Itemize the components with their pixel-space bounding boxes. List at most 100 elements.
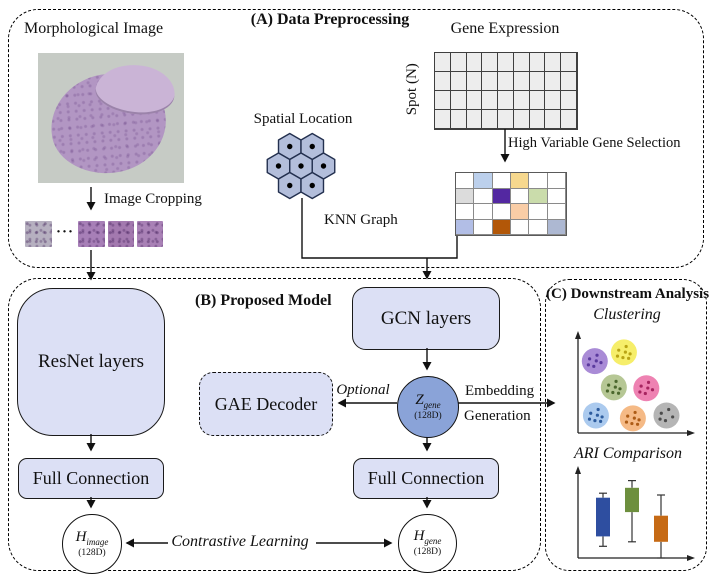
grid-cell [492, 173, 511, 189]
grid-cell [498, 72, 514, 91]
cluster-point [599, 361, 603, 365]
image-patch [137, 221, 163, 247]
grid-cell [450, 53, 467, 72]
image-patch [25, 221, 52, 247]
image-patch [78, 221, 105, 247]
spot-dot [309, 143, 315, 150]
box [625, 487, 639, 513]
grid-cell [466, 53, 483, 72]
hvg-selection-label: High Variable Gene Selection [508, 135, 681, 151]
full-connection-image-label: Full Connection [32, 468, 150, 488]
embedding-label-line2: Generation [464, 408, 531, 424]
grid-cell [547, 188, 566, 204]
grid-cell [513, 72, 530, 91]
cluster-point [646, 386, 650, 390]
embedding-label-line1: Embedding [465, 383, 535, 399]
high-variable-gene-grid [455, 172, 567, 236]
grid-cell [561, 72, 577, 91]
cluster-point [593, 419, 597, 423]
cluster-point [663, 419, 668, 423]
cluster-point [632, 416, 636, 420]
cluster-point [671, 415, 675, 419]
h-gene-symbol: Hgene [413, 528, 442, 547]
grid-cell [474, 188, 493, 204]
cluster-point [624, 420, 629, 424]
grid-cell [545, 53, 562, 72]
cluster-point [633, 410, 637, 415]
panel-a-title: (A) Data Preprocessing [250, 11, 410, 28]
grid-cell [511, 219, 530, 235]
grid-cell [474, 204, 493, 220]
grid-cell [450, 110, 467, 129]
grid-cell [474, 173, 493, 189]
cluster-point [659, 411, 663, 415]
gae-decoder-label: GAE Decoder [214, 393, 318, 414]
gene-expression-grid [434, 52, 578, 130]
grid-cell [513, 53, 530, 72]
grid-cell [545, 110, 562, 129]
cluster-point [596, 407, 600, 412]
grid-cell [529, 219, 548, 235]
grid-cell [482, 53, 499, 72]
spot-dot [298, 163, 304, 169]
gcn-layers-box: GCN layers [352, 287, 500, 350]
spot-dot [309, 182, 315, 189]
full-connection-image-box: Full Connection [18, 458, 164, 499]
grid-cell [529, 91, 546, 110]
cluster-point [600, 415, 604, 419]
cluster-point [588, 357, 592, 361]
grid-cell [456, 173, 475, 189]
y-axis-arrow [575, 331, 581, 339]
image-cropping-label: Image Cropping [104, 191, 202, 207]
cluster-point [589, 411, 593, 415]
grid-cell [492, 204, 511, 220]
cluster-point [613, 385, 617, 389]
grid-cell [435, 91, 451, 110]
panel-b-title: (B) Proposed Model [195, 292, 332, 309]
cluster-point [650, 388, 655, 392]
grid-cell [466, 91, 483, 110]
gene-expression-label: Gene Expression [450, 20, 560, 37]
cluster-point [616, 391, 621, 395]
grid-cell [547, 204, 566, 220]
grid-cell [482, 72, 499, 91]
spot-dot [320, 163, 327, 169]
grid-cell [482, 110, 499, 129]
grid-cell [466, 110, 483, 129]
grid-cell [456, 188, 475, 204]
grid-cell [474, 219, 493, 235]
grid-cell [498, 110, 514, 129]
cluster-point [595, 353, 599, 357]
cluster-point [658, 417, 662, 421]
h-gene-circle: Hgene (128D) [398, 514, 457, 573]
image-patch [108, 221, 134, 247]
grid-cell [456, 219, 475, 235]
cluster-point [637, 418, 641, 422]
cluster-blob [653, 402, 680, 429]
grid-cell [547, 173, 566, 189]
cluster-point [646, 380, 651, 384]
spot-dot [287, 182, 293, 189]
knn-graph-label: KNN Graph [324, 212, 398, 228]
optional-label: Optional [336, 382, 390, 398]
h-image-symbol: Himage [75, 528, 109, 547]
cluster-point [626, 414, 630, 418]
grid-cell [511, 173, 530, 189]
cluster-point [618, 387, 622, 391]
z-gene-dim: (128D) [414, 410, 442, 421]
cluster-point [628, 352, 632, 356]
cluster-point [595, 413, 600, 417]
cluster-point [611, 390, 615, 395]
clustering-label: Clustering [593, 306, 661, 323]
grid-cell [561, 91, 577, 110]
cluster-point [643, 391, 647, 396]
grid-cell [513, 91, 530, 110]
grid-cell [561, 53, 577, 72]
full-connection-gene-label: Full Connection [367, 468, 485, 488]
grid-cell [435, 53, 451, 72]
grid-cell [529, 53, 546, 72]
cluster-point [639, 384, 643, 388]
spot-dot [287, 143, 293, 150]
cluster-point [599, 419, 603, 423]
